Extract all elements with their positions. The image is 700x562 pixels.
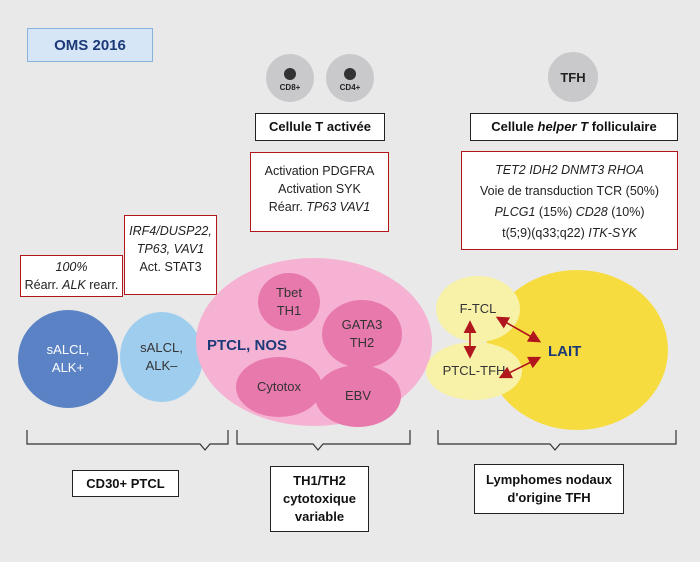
- tfh-cell-header: Cellule helper T folliculaire: [470, 113, 678, 141]
- tfh-line3-c: CD28: [575, 205, 608, 219]
- cd4-label: CD4+: [339, 83, 361, 92]
- tbet-line1: Tbet: [275, 285, 302, 300]
- tfh-line4-b: ITK-SYK: [588, 226, 637, 240]
- ptcl-tfh-label: PTCL-TFH: [442, 363, 506, 378]
- tfh-line2: Voie de transduction TCR (50%): [479, 184, 660, 198]
- activated-t-cell-header: Cellule T activée: [255, 113, 385, 141]
- lait-label: LAIT: [548, 343, 582, 360]
- oms-2016-label: OMS 2016: [27, 28, 153, 62]
- gata3-ellipse: GATA3 TH2: [322, 300, 402, 368]
- tfh-line1: TET2 IDH2 DNMT3 RHOA: [495, 163, 644, 177]
- ebv-label: EBV: [344, 388, 371, 403]
- ptcl-nos-box: Activation PDGFRA Activation SYK Réarr. …: [250, 152, 389, 232]
- tfh-circle-label: TFH: [560, 69, 586, 85]
- salcl-alk-pos-label: sALCL, ALK+: [47, 341, 90, 377]
- ptcl-nos-label: PTCL, NOS: [207, 337, 288, 354]
- cd4-dot: [344, 68, 356, 80]
- cytotox-ellipse: Cytotox: [236, 357, 322, 417]
- cd30-ptcl-label: CD30+ PTCL: [86, 476, 165, 491]
- tfh-origin-line2: d'origine TFH: [507, 490, 591, 505]
- header-title: OMS 2016: [54, 36, 126, 54]
- cytotox-label: Cytotox: [256, 379, 302, 394]
- salcl-alk-neg-ellipse: sALCL, ALK–: [120, 312, 203, 402]
- cd30-brace: [26, 430, 229, 451]
- alk-pos-line2-suffix: rearr.: [85, 278, 119, 292]
- alk-neg-box: IRF4/DUSP22, TP63, VAV1 Act. STAT3: [124, 215, 217, 295]
- alk-pos-box: 100% Réarr. ALK rearr.: [20, 255, 123, 297]
- cd8-circle: CD8+: [266, 54, 314, 102]
- gata3-line2: TH2: [349, 335, 375, 350]
- alk-neg-line1: IRF4/DUSP22,: [129, 224, 212, 238]
- alk-neg-line2: TP63, VAV1: [136, 242, 205, 256]
- cd30-ptcl-box: CD30+ PTCL: [72, 470, 179, 497]
- arrow-ftcl-lait: [495, 316, 542, 343]
- th1th2-box: TH1/TH2 cytotoxique variable: [270, 466, 369, 532]
- arrow-ptcltfh-lait: [498, 356, 542, 379]
- tfh-line4-a: t(5;9)(q33;q22): [502, 226, 589, 240]
- tfh-line3-b: (15%): [535, 205, 576, 219]
- alk-neg-line3: Act. STAT3: [139, 260, 202, 274]
- tfh-line3-d: (10%): [607, 205, 645, 219]
- tbet-label: Tbet TH1: [276, 284, 302, 320]
- ptcl-nos-line3-prefix: Réarr.: [268, 200, 307, 214]
- salcl-alk-pos-line2: ALK+: [51, 360, 85, 375]
- tfh-cell-text-prefix: Cellule: [491, 119, 538, 134]
- tfh-cell-text-italic: helper T: [537, 119, 589, 134]
- alk-pos-line2-prefix: Réarr.: [24, 278, 63, 292]
- gata3-label: GATA3 TH2: [342, 316, 383, 352]
- alk-pos-line1: 100%: [55, 260, 88, 274]
- ptcl-nos-line3-italic: TP63 VAV1: [306, 200, 371, 214]
- th1th2-line2: cytotoxique: [283, 491, 356, 506]
- salcl-alk-neg-line2: ALK–: [145, 358, 178, 373]
- ebv-ellipse: EBV: [315, 365, 401, 427]
- tfh-mutations-box: TET2 IDH2 DNMT3 RHOA Voie de transductio…: [461, 151, 678, 250]
- activated-t-cell-text: Cellule T activée: [269, 119, 371, 134]
- tfh-cell-text-suffix: folliculaire: [588, 119, 657, 134]
- alk-pos-line2-italic: ALK: [62, 278, 86, 292]
- salcl-alk-pos-ellipse: sALCL, ALK+: [18, 310, 118, 408]
- tfh-circle: TFH: [548, 52, 598, 102]
- ptcl-nos-line1: Activation PDGFRA: [264, 164, 375, 178]
- tfh-origin-box: Lymphomes nodaux d'origine TFH: [474, 464, 624, 514]
- gata3-line1: GATA3: [341, 317, 383, 332]
- cd4-circle: CD4+: [326, 54, 374, 102]
- tfh-line3-a: PLCG1: [494, 205, 536, 219]
- tfh-origin-line1: Lymphomes nodaux: [486, 472, 612, 487]
- cd8-label: CD8+: [279, 83, 301, 92]
- salcl-alk-neg-label: sALCL, ALK–: [140, 339, 183, 375]
- tbet-ellipse: Tbet TH1: [258, 273, 320, 331]
- salcl-alk-pos-line1: sALCL,: [46, 342, 90, 357]
- ptcl-nos-line2: Activation SYK: [278, 182, 361, 196]
- th1th2-line1: TH1/TH2: [293, 473, 346, 488]
- tbet-line2: TH1: [276, 303, 302, 318]
- ftcl-label: F-TCL: [459, 301, 497, 316]
- th1th2-line3: variable: [294, 509, 345, 524]
- tfh-brace: [437, 430, 677, 451]
- cd8-dot: [284, 68, 296, 80]
- salcl-alk-neg-line1: sALCL,: [140, 340, 183, 355]
- th1th2-brace: [236, 430, 411, 451]
